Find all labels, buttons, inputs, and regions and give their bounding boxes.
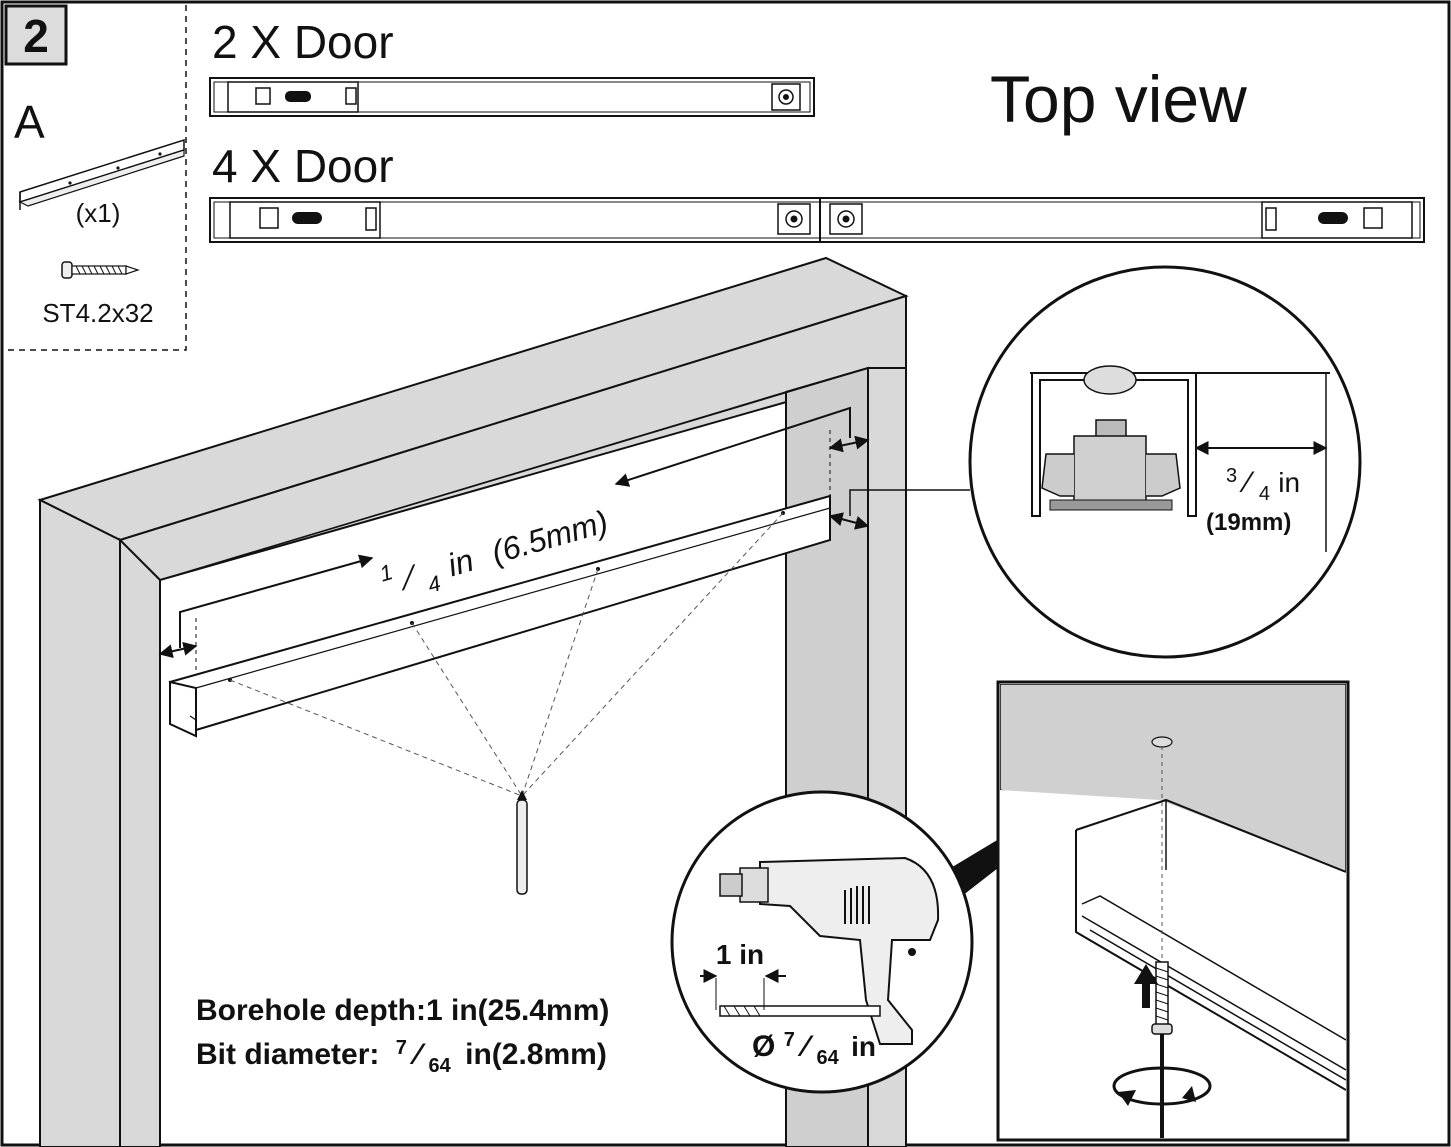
diameter-denominator: 64 <box>817 1047 840 1069</box>
screw-icon <box>61 261 140 279</box>
borehole-note: Borehole depth:1 in(25.4mm) <box>196 994 609 1027</box>
gap-unit: in <box>444 542 478 583</box>
two-door-label: 2 X Door <box>212 16 394 68</box>
mounted-rail <box>168 494 831 738</box>
bit-numerator: 7 <box>396 1037 407 1059</box>
bit-denominator: 64 <box>429 1055 452 1077</box>
drill-callout: 1 in Ø 7 ⁄ 64 in <box>670 790 974 1094</box>
hanger-detail-callout: 3 ⁄ 4 in (19mm) <box>968 265 1362 659</box>
diameter-numerator: 7 <box>784 1029 795 1051</box>
offset-numerator: 3 <box>1226 465 1237 487</box>
bit-prefix: Bit diameter: <box>196 1038 379 1071</box>
screw-label: ST4.2x32 <box>42 298 153 328</box>
screw-detail-box <box>996 680 1350 1142</box>
offset-denominator: 4 <box>1259 483 1270 505</box>
part-letter: A <box>14 96 45 148</box>
depth-marker: 1 in <box>716 939 764 970</box>
four-door-label: 4 X Door <box>212 140 394 192</box>
drill-bit-icon <box>516 790 528 895</box>
svg-text:Ø 7 ⁄ 64: Ø 7 ⁄ 64 in <box>752 1020 876 1071</box>
step-number: 2 <box>23 10 49 62</box>
bit-note: Bit diameter: 7 ⁄ 64 in(2.8mm) <box>196 1028 607 1079</box>
rail-part-icon <box>18 138 185 210</box>
gap-dimension <box>158 406 970 670</box>
offset-mm: (19mm) <box>1206 509 1291 536</box>
four-door-track <box>209 197 1425 243</box>
bit-suffix: in(2.8mm) <box>465 1038 607 1071</box>
diameter-symbol: Ø <box>752 1030 775 1063</box>
drill-guide-lines <box>229 512 784 797</box>
top-view-title: Top view <box>990 62 1247 136</box>
diameter-unit: in <box>851 1031 876 1062</box>
gap-denominator: 4 <box>425 570 444 597</box>
parts-box: A (x1) ST4.2x32 <box>5 5 187 351</box>
two-door-track <box>209 77 815 117</box>
part-quantity: (x1) <box>76 198 121 228</box>
step-badge: 2 <box>4 4 68 66</box>
offset-unit: in <box>1278 467 1300 498</box>
